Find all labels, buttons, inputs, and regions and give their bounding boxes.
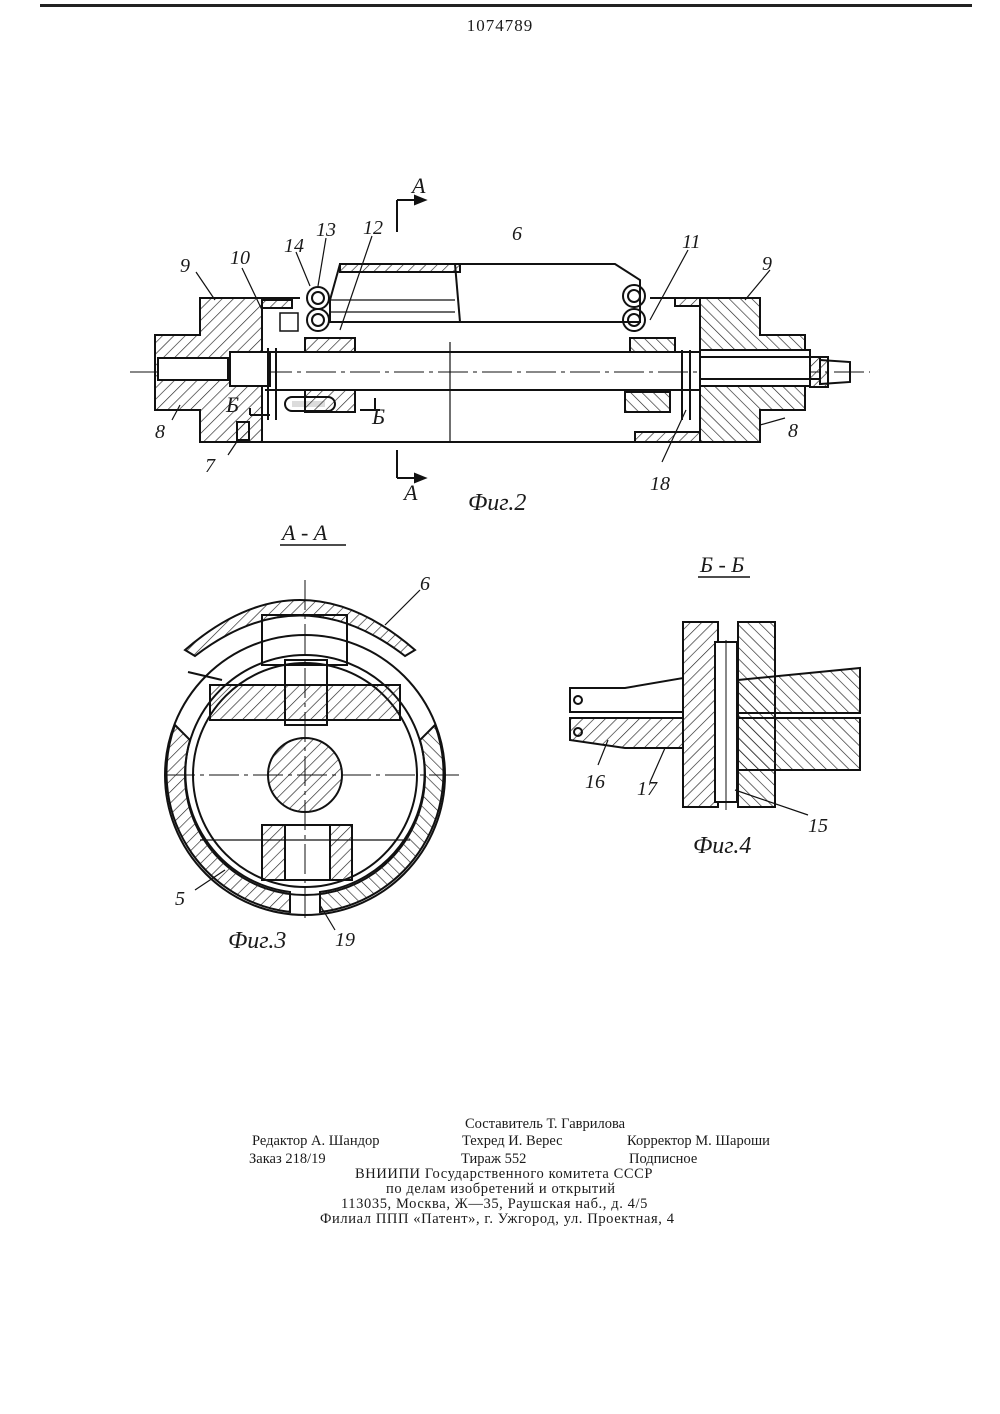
imprint-branch: Филиал ППП «Патент», г. Ужгород, ул. Про… bbox=[320, 1211, 675, 1228]
fig2-label: 6 bbox=[512, 223, 522, 245]
imprint-techred: Техред И. Верес bbox=[462, 1133, 563, 1150]
imprint-order: Заказ 218/19 bbox=[249, 1151, 326, 1168]
figure-2-assembly bbox=[130, 196, 870, 482]
section-mark: А bbox=[402, 480, 418, 505]
fig3-label: 6 bbox=[420, 573, 430, 595]
fig4-label: 15 bbox=[808, 815, 828, 837]
fig2-label: 11 bbox=[682, 231, 701, 253]
fig2-label: 14 bbox=[284, 235, 304, 257]
figure-4-section bbox=[570, 622, 860, 810]
fig2-label: 13 bbox=[316, 219, 336, 241]
fig2-label: 7 bbox=[205, 455, 216, 477]
fig4-caption: Фиг.4 bbox=[693, 833, 751, 859]
drawings: 9 10 14 13 12 6 11 9 8 7 18 8 А А Б Б Фи… bbox=[0, 0, 1000, 1000]
figure-3-labels: А - А 6 5 19 Фиг.3 bbox=[175, 520, 430, 954]
fig2-label: 9 bbox=[180, 255, 190, 277]
fig4-label: 16 bbox=[585, 771, 605, 793]
section-mark: Б bbox=[225, 392, 239, 417]
imprint-compiler: Составитель Т. Гаврилова bbox=[465, 1116, 625, 1133]
fig3-section-title: А - А bbox=[280, 520, 328, 545]
fig4-label: 17 bbox=[637, 778, 658, 800]
fig2-label: 8 bbox=[155, 421, 165, 443]
fig3-label: 5 bbox=[175, 888, 185, 910]
section-mark: Б bbox=[371, 404, 385, 429]
fig2-caption: Фиг.2 bbox=[468, 490, 526, 516]
fig2-label: 9 bbox=[762, 253, 772, 275]
fig4-section-title: Б - Б bbox=[699, 552, 744, 577]
imprint-corrector: Корректор М. Шароши bbox=[627, 1133, 770, 1150]
fig2-label: 10 bbox=[230, 247, 250, 269]
figure-3-section bbox=[165, 580, 460, 920]
section-mark: А bbox=[410, 173, 426, 198]
fig2-label: 12 bbox=[363, 217, 383, 239]
fig2-label: 18 bbox=[650, 473, 670, 495]
fig2-label: 8 bbox=[788, 420, 798, 442]
figure-2-leaders bbox=[172, 236, 785, 462]
imprint-editor: Редактор А. Шандор bbox=[252, 1133, 379, 1150]
fig3-caption: Фиг.3 bbox=[228, 928, 286, 954]
fig3-label: 19 bbox=[335, 929, 355, 951]
